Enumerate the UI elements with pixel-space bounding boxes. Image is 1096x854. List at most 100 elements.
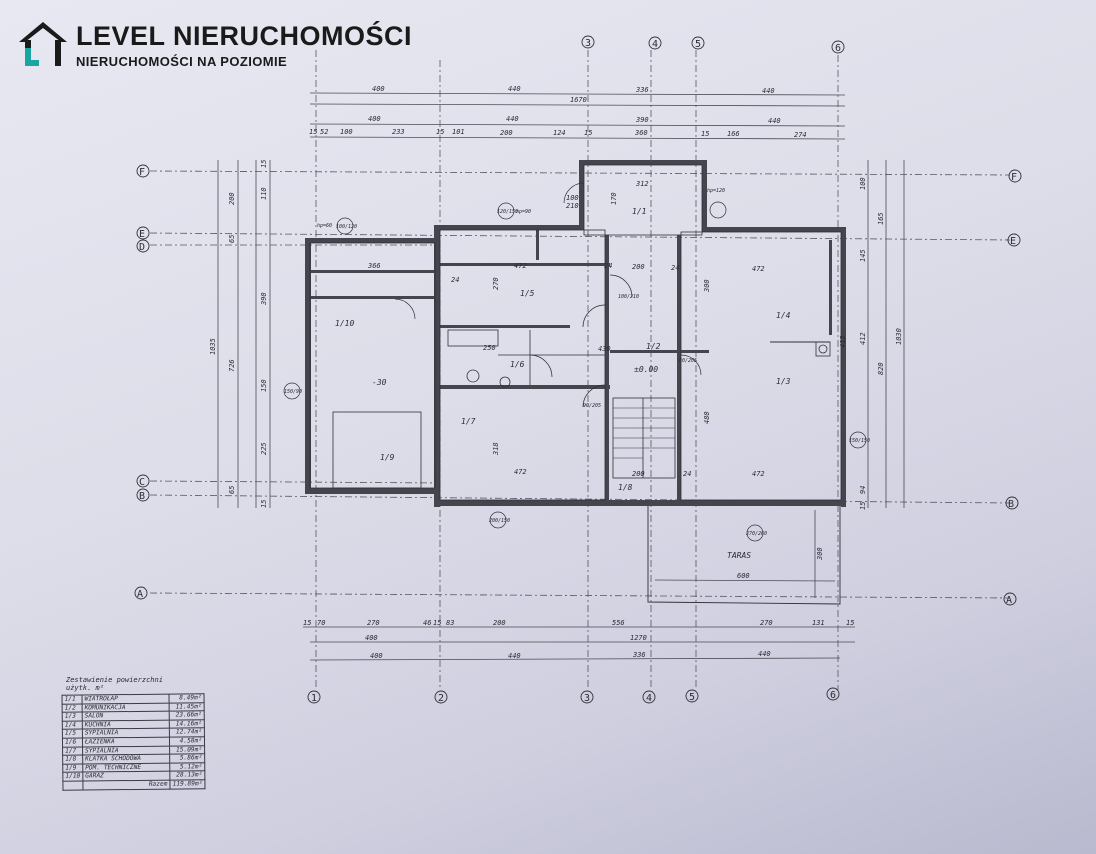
room-dim-312: 312 xyxy=(635,180,649,188)
axis-label-4-top: 4 xyxy=(652,39,658,50)
total-label: Razem xyxy=(82,780,170,790)
walls xyxy=(305,160,846,507)
top-dim-4e: 15 xyxy=(436,128,444,136)
axis-label-A-right: A xyxy=(1006,595,1012,606)
top-dimension-chains: 400 440 336 440 1670 400 440 390 440 15 … xyxy=(309,85,846,140)
top-dim-1d: 440 xyxy=(762,87,775,95)
top-dim-4m: 274 xyxy=(794,131,807,139)
bottom-dim-2b: 1270 xyxy=(630,634,647,642)
bottom-dim-1a: 15 xyxy=(303,619,311,627)
axis-label-5-top: 5 xyxy=(695,39,701,50)
room-dim-200-a: 200 xyxy=(632,263,645,271)
room-dim-472-c: 472 xyxy=(514,468,527,476)
top-dim-3c: 390 xyxy=(635,116,649,124)
window-mark-200-150: 200/150 xyxy=(489,518,510,524)
axis-label-6-bottom: 6 xyxy=(830,690,836,701)
level-main: ±0.00 xyxy=(634,365,658,374)
left-dim-g: 65 xyxy=(228,486,236,494)
row-area: 15.09m² xyxy=(169,745,205,755)
room-dim-430: 430 xyxy=(598,345,611,353)
axis-grid xyxy=(149,50,1011,690)
axis-label-3-top: 3 xyxy=(585,38,591,49)
row-area: 23.66m² xyxy=(169,710,205,720)
right-dim-d: 94 xyxy=(859,486,867,494)
axis-bubbles-bottom: 1 2 3 4 5 6 xyxy=(307,687,840,704)
bottom-dim-3d: 440 xyxy=(758,650,771,658)
axis-bubbles-side: F E D C B A F E B A xyxy=(134,164,1022,606)
window-mark-hp60: hp=60 xyxy=(317,223,332,229)
row-num: 1/8 xyxy=(62,755,83,764)
left-dim-h: 15 xyxy=(260,500,268,508)
total-value: 119.89m² xyxy=(169,779,205,789)
row-num: 1/7 xyxy=(62,746,83,756)
axis-label-E-right: E xyxy=(1010,236,1016,247)
row-area: 12.74m² xyxy=(169,728,205,738)
terrace-width: 600 xyxy=(737,572,750,580)
bottom-dim-3c: 336 xyxy=(632,651,646,659)
window-mark-hp120: hp=120 xyxy=(707,188,725,194)
axis-label-F-right: F xyxy=(1011,172,1017,183)
row-area: 28.13m² xyxy=(169,771,205,781)
axis-bubbles-top: 3 4 5 6 xyxy=(581,35,845,54)
bottom-dim-1h: 556 xyxy=(612,619,625,627)
room-dim-250: 250 xyxy=(483,344,496,352)
row-num: 1/6 xyxy=(62,738,83,747)
left-dim-b: 200 xyxy=(228,192,236,205)
left-dim-total: 1035 xyxy=(209,338,217,355)
left-dim-i: 110 xyxy=(260,187,268,200)
room-dim-170: 170 xyxy=(610,192,618,205)
top-dim-4d: 233 xyxy=(392,128,405,136)
room-dim-200-b: 200 xyxy=(632,470,645,478)
axis-label-D-left: D xyxy=(139,242,145,253)
room-dim-100: 100 xyxy=(566,194,579,202)
top-dim-total: 1670 xyxy=(570,96,587,104)
bottom-dim-1f: 83 xyxy=(446,619,454,627)
left-dim-e: 150 xyxy=(260,379,268,392)
room-label-1-10: 1/10 xyxy=(335,319,354,328)
axis-label-C-left: C xyxy=(139,477,145,488)
company-logo: LEVEL NIERUCHOMOŚCI NIERUCHOMOŚCI NA POZ… xyxy=(18,20,412,70)
right-dim-c: 412 xyxy=(859,332,867,345)
row-num: 1/9 xyxy=(62,763,83,773)
bottom-dim-3b: 440 xyxy=(508,652,521,660)
bottom-dim-1j: 131 xyxy=(812,619,825,627)
row-area: 4.58m² xyxy=(169,736,205,746)
left-dim-f: 225 xyxy=(260,442,268,455)
row-area: 8.49m² xyxy=(169,693,205,703)
top-dim-4b: 52 xyxy=(320,128,328,136)
row-num: 1/4 xyxy=(62,720,83,730)
left-dim-c: 65 xyxy=(228,235,236,243)
room-label-1-5: 1/5 xyxy=(520,289,535,298)
room-label-1-1: 1/1 xyxy=(632,207,646,216)
row-area: 11.45m² xyxy=(169,702,205,712)
logo-subtitle: NIERUCHOMOŚCI NA POZIOMIE xyxy=(76,54,288,69)
left-dim-a: 726 xyxy=(228,359,236,372)
room-dim-472-d: 472 xyxy=(752,470,765,478)
top-dim-4k: 15 xyxy=(701,130,709,138)
top-dim-4i: 15 xyxy=(584,129,592,137)
window-mark-150-90: 150/90 xyxy=(284,389,302,395)
row-num: 1/1 xyxy=(62,695,83,704)
staircase xyxy=(612,397,676,479)
right-dim-g: 165 xyxy=(877,212,885,225)
window-mark-100-120: 100/120 xyxy=(336,224,357,230)
top-dim-3a: 400 xyxy=(368,115,381,123)
room-dim-24-a: 24 xyxy=(451,276,459,284)
axis-label-5-bottom: 5 xyxy=(689,692,695,703)
terrace-depth: 300 xyxy=(816,547,824,561)
window-mark-270-260: 270/260 xyxy=(746,531,767,537)
room-label-1-3: 1/3 xyxy=(776,377,791,386)
top-dim-3b: 440 xyxy=(506,115,519,123)
axis-label-6-top: 6 xyxy=(835,43,841,54)
window-mark-150-150: 150/150 xyxy=(849,438,870,444)
right-dim-f: 100 xyxy=(859,177,867,190)
room-label-1-9: 1/9 xyxy=(380,453,395,462)
axis-label-4-bottom: 4 xyxy=(646,693,652,704)
row-area: 5.12m² xyxy=(169,762,205,772)
left-dim-j: 15 xyxy=(260,160,268,168)
room-dim-412: 412 xyxy=(839,335,847,348)
